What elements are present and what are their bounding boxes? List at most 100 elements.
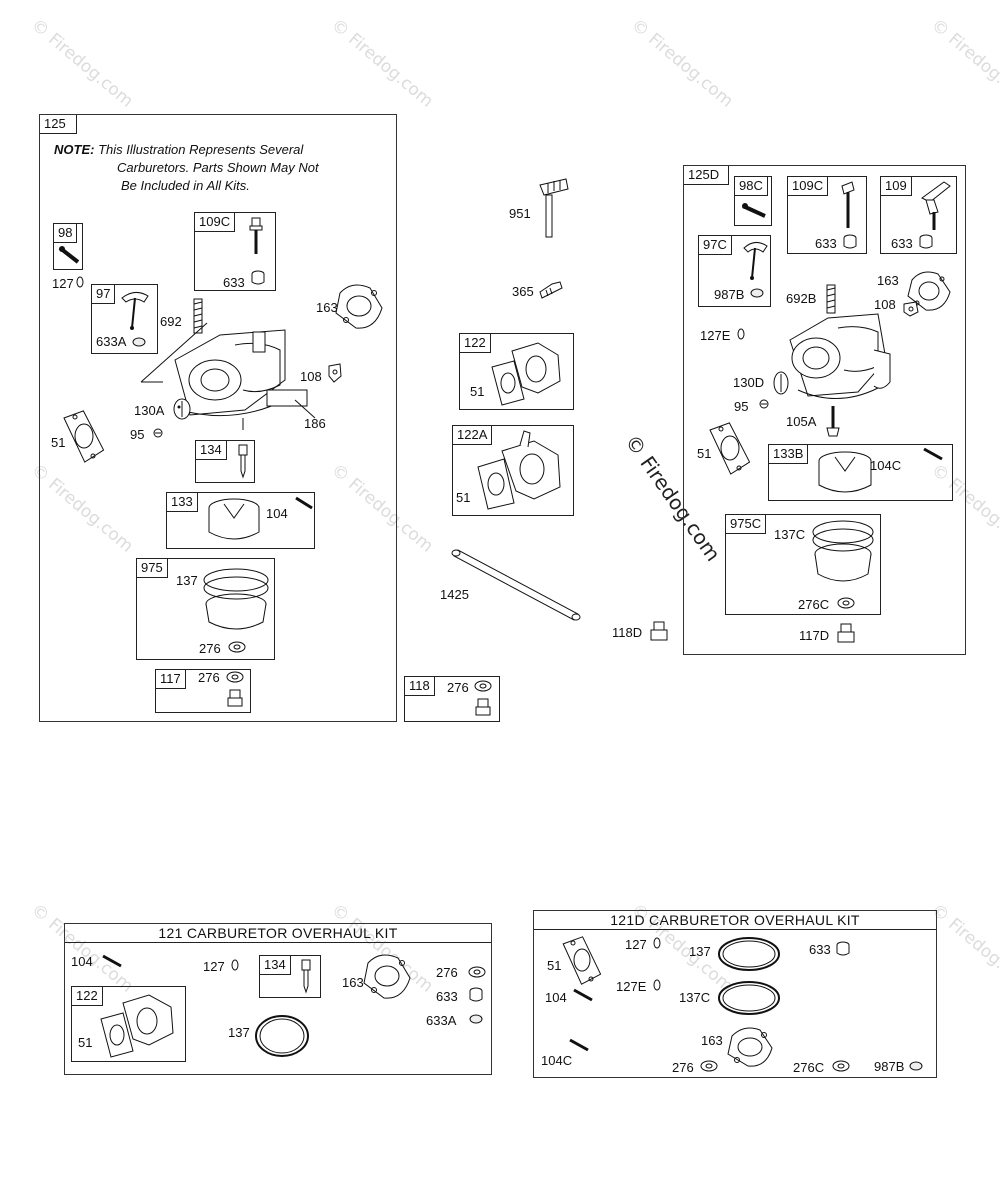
small-screw-icon <box>231 959 239 971</box>
box-label: 98 <box>54 224 78 243</box>
part-label-163: 163 <box>342 975 364 990</box>
box-label: 122A <box>453 426 493 445</box>
part-label-987b: 987B <box>714 287 745 302</box>
part-label-163: 163 <box>316 300 338 315</box>
box-label: 133B <box>769 445 809 464</box>
float-icon <box>206 496 262 544</box>
part-label-276: 276 <box>199 641 221 656</box>
watermark: © Firedog.com <box>927 15 1000 112</box>
seal-icon <box>909 1060 923 1072</box>
part-label-633a: 633A <box>96 334 127 349</box>
part-label-118d: 118D <box>612 625 643 640</box>
part-label-127e: 127E <box>616 979 647 994</box>
part-box-98c: 98C <box>734 176 772 226</box>
box-label: 117 <box>156 670 186 689</box>
fitting-icon <box>538 278 564 300</box>
part-label-117d: 117D <box>799 628 830 643</box>
part-label-127: 127 <box>52 276 74 291</box>
box-label: 97 <box>92 285 116 304</box>
part-label-51: 51 <box>470 384 485 399</box>
part-label-104: 104 <box>266 506 288 521</box>
washer-icon <box>467 965 487 979</box>
small-screw-icon <box>76 276 84 288</box>
panel-id: 125 <box>40 115 77 134</box>
breather-tube-icon <box>450 548 580 624</box>
part-box-117: 117 <box>155 669 251 713</box>
kit-121-panel: 121 CARBURETOR OVERHAUL KIT <box>64 923 492 1075</box>
hinge-pin-icon <box>922 447 944 461</box>
bolt-icon <box>836 622 856 646</box>
part-label-987b: 987B <box>874 1059 905 1074</box>
part-box-122: 122 <box>71 986 186 1062</box>
part-label-633: 633 <box>891 236 913 251</box>
spacer-gasket-icon <box>474 429 570 513</box>
watermark: © Firedog.com <box>627 15 737 112</box>
seal-icon <box>836 941 850 957</box>
part-box-97: 97 <box>91 284 158 354</box>
part-label-104c: 104C <box>541 1053 573 1068</box>
valve-plate-icon <box>772 370 790 396</box>
part-box-98: 98 <box>53 223 83 270</box>
spring-icon <box>826 284 836 314</box>
seal-icon <box>919 234 933 250</box>
part-box-134: 134 <box>259 955 321 998</box>
part-label-51: 51 <box>78 1035 93 1050</box>
spacer-gasket-icon <box>97 989 181 1059</box>
box-label: 97C <box>699 236 732 255</box>
hinge-pin-icon <box>294 496 314 510</box>
part-label-137c: 137C <box>774 527 806 542</box>
screw-icon <box>758 398 770 410</box>
clip-icon <box>326 362 344 384</box>
part-label-137: 137 <box>689 944 711 959</box>
note-line2: Carburetors. Parts Shown May Not <box>117 160 319 175</box>
part-label-692: 692 <box>160 314 182 329</box>
washer-icon <box>473 679 493 693</box>
small-screw-icon <box>737 328 745 340</box>
washer-icon <box>227 640 247 654</box>
note-bold: NOTE: <box>54 142 95 157</box>
spacer-gasket-icon <box>488 337 568 407</box>
part-label-163: 163 <box>877 273 899 288</box>
part-label-186: 186 <box>304 416 326 431</box>
kit-title: 121D CARBURETOR OVERHAUL KIT <box>534 911 936 930</box>
part-label-276: 276 <box>198 670 220 685</box>
box-label: 109 <box>881 177 912 196</box>
watermark: © Firedog.com <box>27 15 137 112</box>
part-label-127e: 127E <box>700 328 731 343</box>
hinge-pin-icon <box>572 988 594 1002</box>
part-label-127: 127 <box>625 937 647 952</box>
part-label-104: 104 <box>71 954 93 969</box>
o-ring-icon <box>253 1012 311 1060</box>
part-label-276c: 276C <box>798 597 830 612</box>
part-label-137c: 137C <box>679 990 711 1005</box>
part-box-133: 133 <box>166 492 315 549</box>
part-label-105a: 105A <box>786 414 817 429</box>
part-box-118: 118 <box>404 676 500 722</box>
kit-title: 121 CARBURETOR OVERHAUL KIT <box>65 924 491 943</box>
part-box-109: 109 <box>880 176 957 254</box>
part-label-127: 127 <box>203 959 225 974</box>
needle-valve-icon <box>300 958 312 994</box>
gasket-icon <box>561 934 603 988</box>
part-box-134: 134 <box>195 440 255 483</box>
part-box-109c: 109C <box>194 212 276 291</box>
screw-icon <box>152 427 164 439</box>
part-label-137: 137 <box>176 573 198 588</box>
seal-icon <box>469 1013 483 1025</box>
washer-icon <box>836 596 856 610</box>
small-screw-icon <box>653 937 661 949</box>
part-label-633: 633 <box>815 236 837 251</box>
fuel-inlet-icon <box>916 178 954 232</box>
box-label: 122 <box>72 987 103 1006</box>
bolt-icon <box>474 697 492 719</box>
choke-shaft-icon <box>742 203 768 222</box>
gasket-icon <box>708 420 752 476</box>
box-label: 109C <box>788 177 829 196</box>
part-label-51: 51 <box>547 958 562 973</box>
o-ring-icon <box>716 934 782 974</box>
box-label: 975C <box>726 515 767 534</box>
part-label-130a: 130A <box>134 403 165 418</box>
box-label: 109C <box>195 213 236 232</box>
choke-shaft-icon <box>58 246 80 266</box>
box-label: 118 <box>405 677 435 696</box>
